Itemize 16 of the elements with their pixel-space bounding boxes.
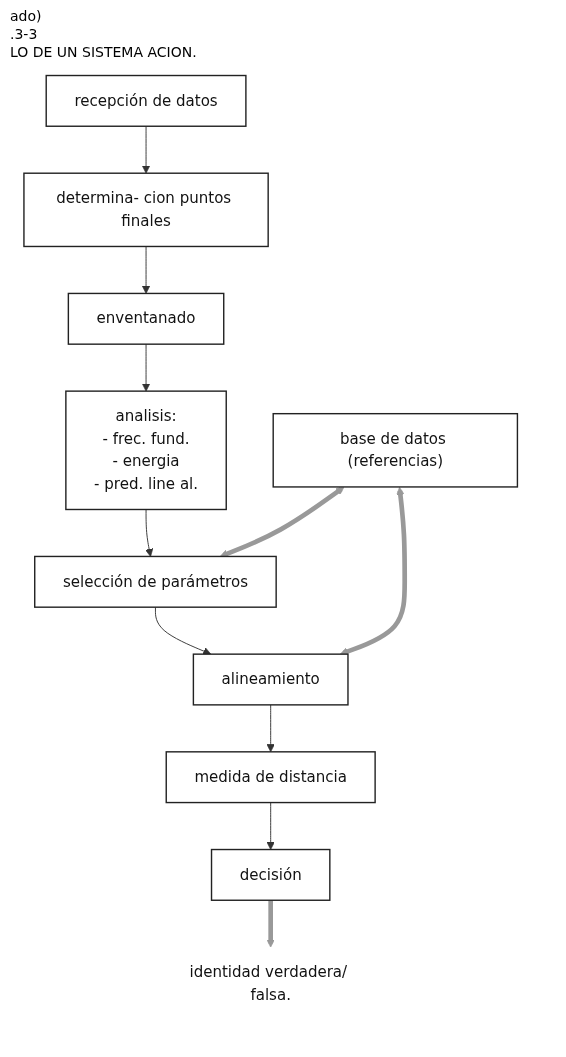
- node-box: analisis: - frec. fund. - energia - pred. line al.: [65, 390, 227, 511]
- node-box: selección de parámetros: [34, 555, 277, 608]
- node-box: recepción de datos: [45, 74, 247, 127]
- node-box: alineamiento: [192, 653, 349, 706]
- note-text: ado): [10, 8, 43, 24]
- arrow: [339, 486, 408, 656]
- node-box: medida de distancia: [165, 751, 376, 804]
- node-box: decisión: [210, 848, 331, 901]
- node-box: determina- cion puntos finales: [23, 172, 269, 248]
- arrow: [219, 486, 345, 558]
- node-box: base de datos (referencias): [272, 412, 519, 488]
- note-text: .3-3: [10, 26, 39, 42]
- arrow: [266, 900, 275, 948]
- node-text: identidad verdadera/ falsa.: [189, 963, 348, 1004]
- note-text: LO DE UN SISTEMA ACION.: [10, 44, 198, 60]
- node-box: enventanado: [67, 292, 225, 345]
